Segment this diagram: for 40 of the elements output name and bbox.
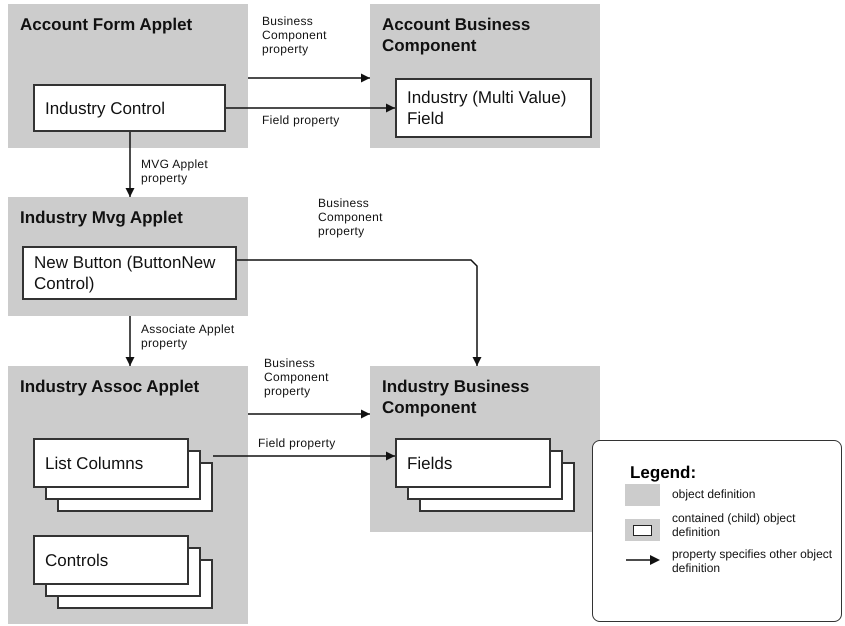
arrow [213,452,395,460]
edge-label: Business Component property [264,356,330,398]
arrow [237,259,482,366]
box-heading: Industry Assoc Applet [20,376,200,397]
child-box [395,78,592,138]
box-label: Fields [407,452,452,474]
object-definition-box [370,366,600,532]
arrow [226,104,395,112]
box-heading: Industry Business Component [382,376,530,418]
box-label: New Button (ButtonNew Control) [34,252,216,294]
stacked-child-box [33,438,213,512]
edge-label: Associate Applet property [141,322,236,350]
legend-text: contained (child) object definition [672,511,796,539]
edge-label: Field property [262,113,341,127]
arrow [126,316,134,366]
box-label: Industry Control [45,98,165,118]
stacked-child-box [395,438,575,512]
object-definition-box [8,197,248,316]
object-definition-box [8,4,248,148]
child-box [33,84,226,132]
legend-text: property specifies other object definition [672,547,834,575]
box-heading: Account Form Applet [20,14,194,35]
object-definition-box [370,4,600,148]
arrow [248,410,370,418]
box-label: List Columns [45,452,144,474]
arrow [248,74,370,82]
legend-text: object definition [672,487,756,501]
stacked-child-box [33,535,213,609]
box-heading: Industry Mvg Applet [20,207,184,228]
arrow [126,132,134,197]
box-label: Industry (Multi Value) Field [407,87,568,129]
edge-label: Business Component property [262,14,328,56]
box-heading: Account Business Component [382,14,532,56]
box-label: Controls [45,550,108,570]
legend-title: Legend: [630,463,696,483]
child-box [22,246,237,300]
object-definition-box [8,366,248,624]
edge-label: Field property [258,436,337,450]
edge-label: Business Component property [318,196,384,238]
edge-label: MVG Applet property [141,157,210,185]
